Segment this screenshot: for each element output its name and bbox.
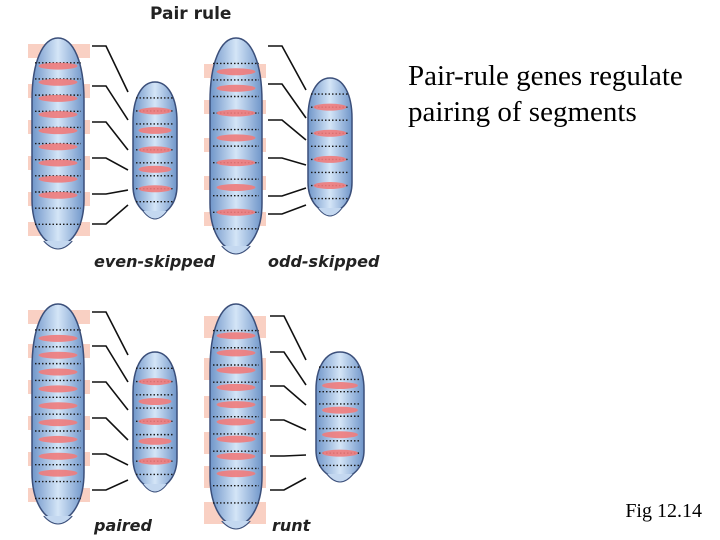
figure-title: Pair rule xyxy=(150,4,232,24)
odd-skipped-embryo-stripe xyxy=(216,109,256,117)
runt-small-embryo-tail xyxy=(326,473,354,483)
figure-caption: Fig 12.14 xyxy=(625,500,702,522)
paired-embryo-stripe xyxy=(38,419,78,427)
even-skipped-embryo-stripe xyxy=(38,175,78,183)
even-skipped-small-embryo-stripe xyxy=(138,185,172,193)
runt-embryo-tail xyxy=(221,520,251,530)
paired-embryo-stripe xyxy=(38,368,78,376)
paired-embryo-stripe xyxy=(38,469,78,477)
odd-skipped-leader-line xyxy=(268,45,307,91)
odd-skipped-embryo-stripe xyxy=(216,134,256,142)
even-skipped-small-embryo-stripe xyxy=(138,146,172,154)
runt-small-embryo-body xyxy=(315,351,365,479)
odd-skipped-small-embryo-stripe xyxy=(313,103,347,111)
even-skipped-embryo-stripe xyxy=(38,159,78,167)
runt-embryo-stripe xyxy=(216,470,256,478)
odd-skipped-leader-line xyxy=(268,119,307,141)
runt-embryo-stripe xyxy=(216,349,256,357)
label-runt: runt xyxy=(272,516,311,535)
even-skipped-embryo-stripe xyxy=(38,94,78,102)
paired-small-embryo-stripe xyxy=(138,457,172,465)
odd-skipped-leader-line xyxy=(268,204,307,215)
pair-rule-figure: Pair rule even-skipped odd-skipped paire… xyxy=(28,4,380,535)
runt-leader-line xyxy=(270,315,307,361)
odd-skipped-leader-line xyxy=(268,83,307,119)
even-skipped-small-embryo-stripe xyxy=(138,165,172,173)
embryo-diagrams xyxy=(28,37,365,530)
runt-leader-line xyxy=(270,477,307,491)
paired-small-embryo-stripe xyxy=(138,378,172,386)
runt-leader-line xyxy=(270,351,307,386)
odd-skipped-embryo-tail xyxy=(221,245,251,255)
odd-skipped-embryo-stripe xyxy=(216,208,256,216)
even-skipped-embryo-stripe xyxy=(38,143,78,151)
odd-skipped-leader-line xyxy=(268,187,307,197)
odd-skipped-small-embryo-stripe xyxy=(313,155,347,163)
runt-leader-line xyxy=(270,385,307,406)
odd-skipped-embryo-stripe xyxy=(216,159,256,167)
runt-embryo-stripe xyxy=(216,366,256,374)
runt-embryo-stripe xyxy=(216,435,256,443)
even-skipped-small-embryo-tail xyxy=(142,210,168,220)
odd-skipped-embryo-stripe xyxy=(216,183,256,191)
even-skipped-embryo-stripe xyxy=(38,191,78,199)
even-skipped-embryo-stripe xyxy=(38,62,78,70)
odd-skipped-small-embryo-tail xyxy=(317,207,343,217)
runt-small-embryo-stripe xyxy=(322,431,358,439)
paired-small-embryo-tail xyxy=(142,483,168,493)
odd-skipped-small-embryo-stripe xyxy=(313,129,347,137)
paired-embryo-stripe xyxy=(38,385,78,393)
even-skipped-embryo-stripe xyxy=(38,127,78,135)
runt-leader-line xyxy=(270,419,307,431)
odd-skipped-leader-line xyxy=(268,157,307,166)
runt-embryo-stripe xyxy=(216,401,256,409)
even-skipped-leader-line xyxy=(92,121,129,151)
runt-small-embryo-stripe xyxy=(322,382,358,390)
even-skipped-embryo-stripe xyxy=(38,111,78,119)
paired-leader-line xyxy=(92,417,129,441)
even-skipped-embryo-stripe xyxy=(38,78,78,86)
even-skipped-embryo-tail xyxy=(43,240,73,250)
paired-leader-line xyxy=(92,311,129,356)
runt-small-embryo-stripe xyxy=(322,406,358,414)
paired-embryo-stripe xyxy=(38,334,78,342)
runt-embryo-stripe xyxy=(216,452,256,460)
paired-small-embryo-stripe xyxy=(138,417,172,425)
slide-body-text: Pair-rule genes regulate pairing of segm… xyxy=(408,60,683,128)
paired-embryo-stripe xyxy=(38,452,78,460)
even-skipped-leader-line xyxy=(92,204,129,225)
runt-small-embryo-stripe xyxy=(322,449,358,457)
paired-embryo-stripe xyxy=(38,402,78,410)
even-skipped-leader-line xyxy=(92,85,129,121)
paired-small-embryo-stripe xyxy=(138,437,172,445)
even-skipped-small-embryo-stripe xyxy=(138,107,172,115)
even-skipped-leader-line xyxy=(92,189,129,195)
paired-leader-line xyxy=(92,479,129,491)
odd-skipped-small-embryo-stripe xyxy=(313,182,347,190)
paired-leader-line xyxy=(92,453,129,466)
paired-leader-line xyxy=(92,381,129,411)
runt-embryo-stripe xyxy=(216,418,256,426)
paired-embryo-stripe xyxy=(38,351,78,359)
runt-embryo-stripe xyxy=(216,383,256,391)
even-skipped-leader-line xyxy=(92,45,129,93)
odd-skipped-small-embryo-body xyxy=(307,77,353,213)
even-skipped-small-embryo-stripe xyxy=(138,126,172,134)
even-skipped-leader-line xyxy=(92,157,129,171)
runt-embryo-stripe xyxy=(216,332,256,340)
label-paired: paired xyxy=(94,516,152,535)
label-odd-skipped: odd-skipped xyxy=(268,252,380,271)
runt-leader-line xyxy=(270,454,307,457)
paired-embryo-tail xyxy=(43,515,73,525)
paired-small-embryo-stripe xyxy=(138,397,172,405)
odd-skipped-embryo-stripe xyxy=(216,68,256,76)
odd-skipped-embryo-stripe xyxy=(216,84,256,92)
paired-embryo-stripe xyxy=(38,435,78,443)
paired-leader-line xyxy=(92,345,129,383)
label-even-skipped: even-skipped xyxy=(94,252,216,271)
